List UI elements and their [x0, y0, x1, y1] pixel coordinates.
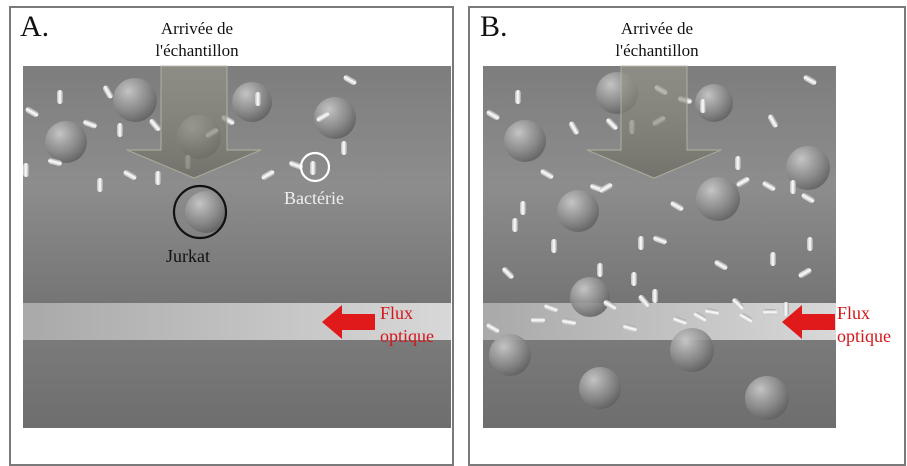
jurkat-cell	[504, 120, 546, 162]
bacterium	[551, 239, 557, 253]
bacterium	[261, 170, 275, 180]
bacterium	[83, 119, 97, 129]
bacterium	[486, 110, 500, 120]
bacterium	[807, 237, 813, 251]
bacterium	[343, 75, 357, 85]
panel-b-flux-arrow	[782, 305, 835, 339]
jurkat-cell	[786, 146, 830, 190]
bacterium	[653, 235, 667, 245]
bacterium	[341, 141, 347, 155]
bacterium	[149, 118, 161, 132]
panel-b-arrival-line1: Arrivée de	[620, 19, 694, 38]
panel-b-arrival-line2: l'échantillon	[615, 41, 699, 60]
jurkat-cell	[489, 334, 531, 376]
bacterium	[693, 312, 707, 322]
jurkat-cell	[314, 97, 356, 139]
panel-b-flux-label: Flux optique	[837, 302, 891, 348]
panel-a-arrival-label: Arrivée de l'échantillon	[117, 18, 277, 62]
bacterium	[735, 156, 741, 170]
bacterium	[623, 323, 637, 333]
bacterium	[25, 107, 39, 117]
jurkat-cell	[696, 177, 740, 221]
bacterium	[603, 300, 617, 310]
panel-a-arrival-line1: Arrivée de	[160, 19, 234, 38]
bacterium	[569, 121, 579, 135]
bacterium	[531, 317, 545, 323]
bacterium	[486, 323, 500, 333]
bacterium	[768, 114, 778, 128]
jurkat-cell	[670, 328, 714, 372]
bacterium	[700, 99, 706, 113]
bacterium	[763, 309, 777, 315]
bacterium	[762, 181, 776, 191]
bacterium	[631, 272, 637, 286]
bacterium	[801, 193, 815, 203]
bacterium	[790, 180, 796, 194]
bacterium	[310, 161, 316, 175]
bacterium	[597, 263, 603, 277]
bacterium	[512, 218, 518, 232]
bacteria-highlight-circle	[299, 151, 331, 183]
bacterium	[97, 178, 103, 192]
microfluidic-diagram	[23, 65, 836, 428]
panel-b-arrival-label: Arrivée de l'échantillon	[577, 18, 737, 62]
bacterium	[606, 118, 618, 130]
panel-a-sample-arrow	[126, 65, 262, 179]
bacterium	[705, 308, 719, 316]
panel-a-letter: A.	[20, 10, 50, 43]
bacterium	[562, 318, 576, 326]
bacterium	[23, 163, 29, 177]
bacterium	[289, 160, 303, 170]
bacterium	[803, 75, 817, 85]
jurkat-highlight-circle	[172, 184, 228, 240]
jurkat-label: Jurkat	[166, 246, 210, 266]
panel-a-flux-line2: optique	[380, 326, 434, 346]
jurkat-cell	[579, 367, 621, 409]
bacterium	[117, 123, 123, 137]
bacterium	[515, 90, 521, 104]
panel-a-flux-label: Flux optique	[380, 302, 434, 348]
bacteria-label: Bactérie	[284, 188, 344, 208]
bacterium	[599, 183, 613, 193]
panel-b-sample-arrow	[586, 65, 722, 179]
bacterium	[544, 303, 558, 313]
panel-a-lower-region	[23, 340, 451, 428]
bacterium	[770, 252, 776, 266]
jurkat-cell	[232, 82, 272, 122]
bacterium	[540, 168, 554, 179]
bacterium	[316, 112, 330, 122]
bacterium	[714, 260, 728, 270]
jurkat-cell	[185, 191, 227, 233]
bacterium	[255, 92, 261, 106]
bacterium	[736, 177, 750, 187]
bacterium	[520, 201, 526, 215]
bacterium	[57, 90, 63, 104]
bacterium	[638, 236, 644, 250]
panel-a-arrival-line2: l'échantillon	[155, 41, 239, 60]
jurkat-cell	[113, 78, 157, 122]
bacterium	[652, 289, 658, 303]
jurkat-cell	[45, 121, 87, 163]
bacterium	[739, 313, 753, 323]
panel-a-optical-channel	[23, 303, 451, 340]
panel-a-flux-arrow	[322, 305, 375, 339]
bacterium	[103, 85, 113, 99]
bacterium	[638, 294, 650, 308]
jurkat-cell	[557, 190, 599, 232]
bacterium	[798, 268, 812, 278]
bacterium	[670, 201, 684, 211]
bacterium	[48, 157, 62, 167]
panel-b-flux-line2: optique	[837, 326, 891, 346]
bacterium	[732, 298, 744, 310]
panel-b-flux-line1: Flux	[837, 303, 871, 323]
jurkat-cell	[745, 376, 789, 420]
bacterium	[673, 316, 687, 326]
bacterium	[502, 267, 514, 279]
bacterium	[783, 302, 789, 316]
panel-b-letter: B.	[480, 10, 508, 43]
panel-a-flux-line1: Flux	[380, 303, 414, 323]
bacterium	[155, 171, 161, 185]
jurkat-cell	[570, 277, 610, 317]
bacterium	[123, 170, 137, 180]
